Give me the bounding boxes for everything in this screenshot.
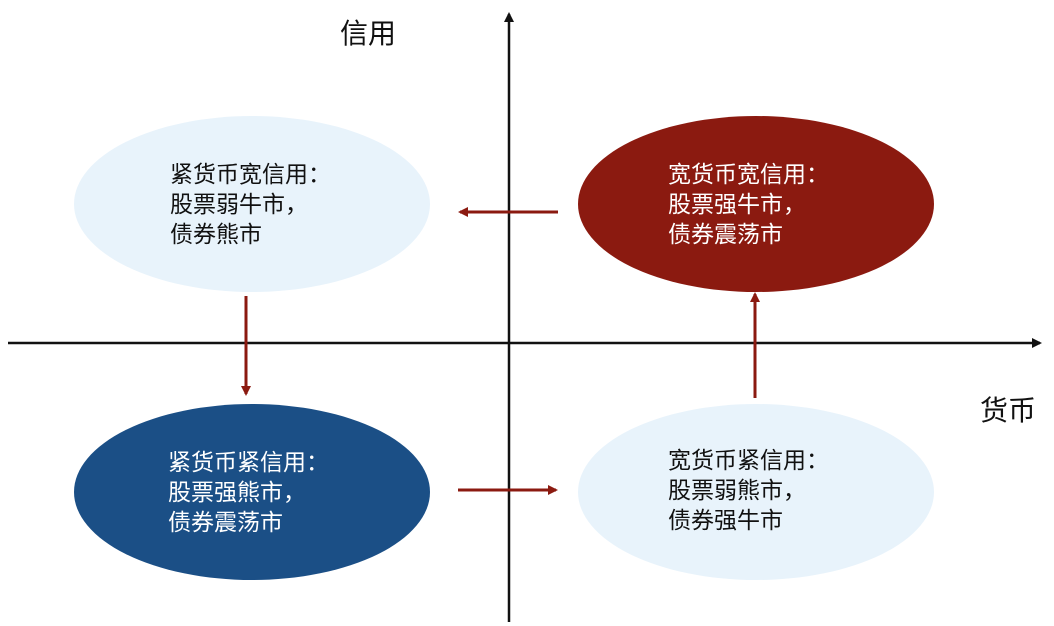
quadrant-line: 股票弱熊市， — [668, 478, 806, 504]
quadrant-ellipse-bottom-left — [74, 404, 430, 580]
quadrant-line: 股票强牛市， — [668, 192, 806, 218]
quadrant-line: 债券强牛市 — [668, 508, 783, 534]
x-axis-label: 货币 — [980, 394, 1037, 427]
quadrant-text-bottom-right: 宽货币紧信用： 股票弱熊市， 债券强牛市 — [668, 446, 829, 536]
y-axis-label: 信用 — [340, 17, 397, 50]
quadrant-line: 股票强熊市， — [168, 480, 306, 506]
quadrant-text-top-right: 宽货币宽信用： 股票强牛市， 债券震荡市 — [668, 160, 829, 250]
quadrant-line: 债券震荡市 — [168, 510, 283, 536]
quadrant-line: 紧货币宽信用： — [170, 162, 331, 188]
quadrant-ellipse-bottom-right — [578, 404, 934, 580]
quadrant-line: 紧货币紧信用： — [168, 450, 329, 476]
quadrant-text-bottom-left: 紧货币紧信用： 股票强熊市， 债券震荡市 — [168, 448, 329, 538]
quadrant-line: 宽货币宽信用： — [668, 162, 829, 188]
quadrant-text-top-left: 紧货币宽信用： 股票弱牛市， 债券熊市 — [170, 160, 331, 250]
quadrant-line: 宽货币紧信用： — [668, 448, 829, 474]
quadrant-line: 债券熊市 — [170, 222, 262, 248]
quadrant-line: 债券震荡市 — [668, 222, 783, 248]
quadrant-ellipse-top-right — [578, 116, 934, 292]
quadrant-ellipse-top-left — [74, 116, 430, 292]
quadrant-line: 股票弱牛市， — [170, 192, 308, 218]
